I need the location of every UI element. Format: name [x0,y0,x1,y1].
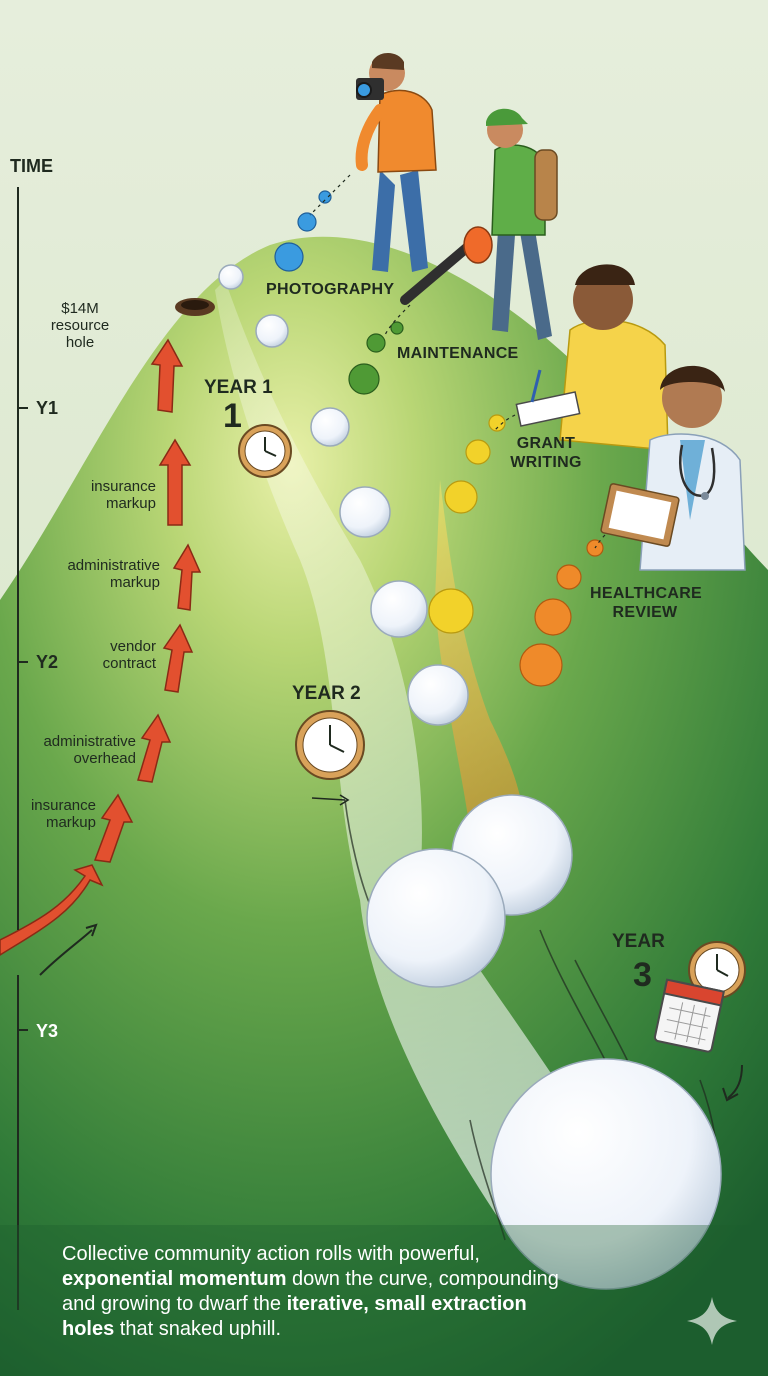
year-1-label: YEAR 1 [204,377,273,398]
year-1-number: 1 [223,397,242,435]
leaf-blower-icon [400,226,493,305]
extraction-label-insurance-markup: insurance markup [90,478,156,512]
timeline-title: TIME [10,156,53,176]
extraction-label-insurance-markup-2: insurance markup [30,797,96,831]
timeline-tick-y1: Y1 [36,398,59,418]
stethoscope-icon [679,444,716,500]
maintenance-figure [400,108,558,340]
calendar-icon [653,978,725,1053]
clock-icon [688,941,746,999]
clipboard-icon [600,483,680,547]
year-2-label: YEAR 2 [292,683,361,704]
extraction-label-administrative-overhead: administrative overhead [43,733,136,767]
category-healthcare-review: HEALTHCARE REVIEW [590,585,703,621]
clock-icon [238,424,292,478]
timeline-tick-y3: Y3 [36,1021,59,1041]
clock-icon [295,710,365,780]
extraction-label-vendor-contract: vendor contract [102,638,156,672]
sparkle-icon [687,1297,737,1345]
grant-writer-figure [515,264,669,451]
category-maintenance: MAINTENANCE [397,345,519,362]
caption: Collective community action rolls with p… [62,1242,582,1342]
category-grant-writing: GRANT WRITING [510,435,582,471]
doctor-figure [600,365,746,571]
timeline-tick-y2: Y2 [36,652,59,672]
category-photography: PHOTOGRAPHY [266,281,395,298]
extraction-label-administrative-markup: administrative markup [67,557,160,591]
caption-text-1: Collective community action rolls with p… [62,1243,480,1265]
camera-icon [356,78,384,100]
caption-text-3: that snaked uphill. [114,1318,282,1340]
year-3-number: 3 [633,956,652,994]
caption-emphasis-1: exponential momentum [62,1268,287,1290]
year-3-label: YEAR [612,931,665,952]
extraction-label-resource-hole: $14M resource hole [50,300,110,351]
caption-emphasis-2: iterative, small extraction holes [62,1293,527,1340]
photographer-figure [355,53,437,272]
caption-text-2: down the curve, compounding and growing … [62,1268,559,1315]
